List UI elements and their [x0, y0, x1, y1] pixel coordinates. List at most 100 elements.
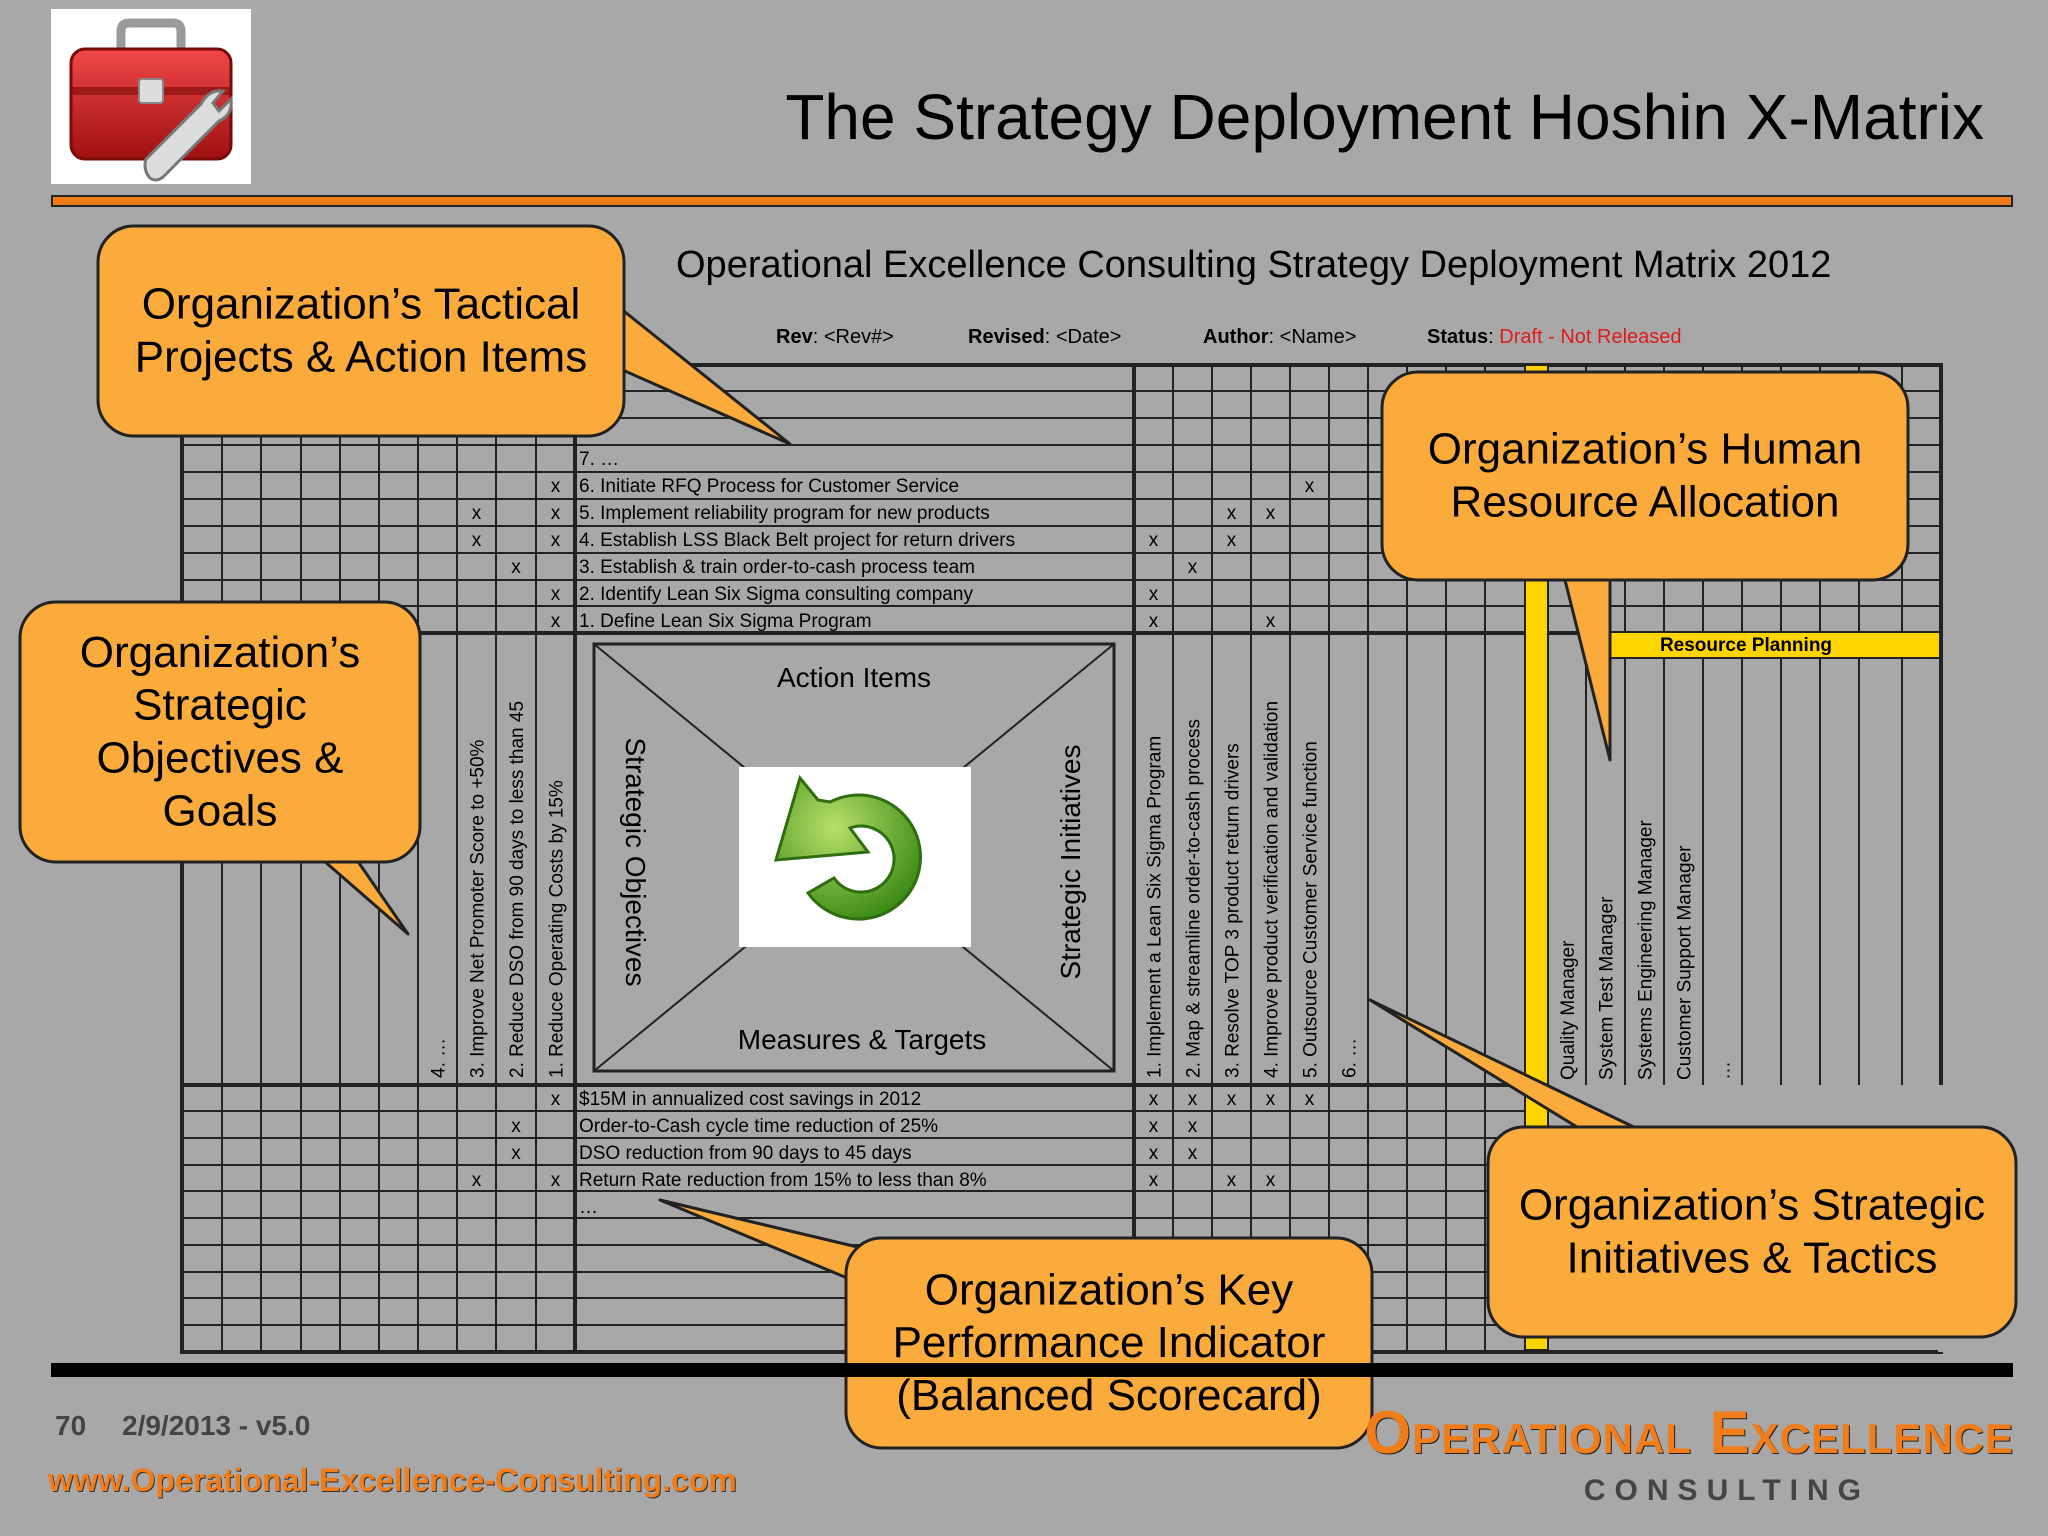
resource-role: Systems Engineering Manager [1636, 820, 1657, 1080]
website-link[interactable]: www.Operational-Excellence-Consulting.co… [48, 1462, 737, 1498]
status-label: Status [1427, 326, 1489, 348]
author-field: Author: <Name> [1203, 326, 1356, 349]
action-mark: x [551, 611, 561, 632]
callout-tactical-bubble [96, 224, 626, 438]
measure-mark: x [1266, 1170, 1276, 1191]
callout-kpi-text: Organization’s Key [925, 1265, 1294, 1314]
measure-mark: x [1305, 1089, 1315, 1110]
callout-hr-bubble [1380, 370, 1910, 582]
measure-item: … [579, 1197, 598, 1218]
action-mark: x [1305, 476, 1315, 497]
strategic-initiative: 1. Implement a Lean Six Sigma Program [1145, 736, 1166, 1078]
brand-tagline: CONSULTING [1583, 1474, 1870, 1507]
callout-objectives-text: Strategic [133, 681, 307, 730]
action-mark: x [1266, 611, 1276, 632]
revised-value: : <Date> [1044, 326, 1122, 348]
matrix-title: Operational Excellence Consulting Strate… [676, 244, 1832, 286]
measure-mark: x [1188, 1116, 1198, 1137]
callout-hr-text: Organization’s Human [1428, 425, 1863, 474]
callout-kpi-text: (Balanced Scorecard) [896, 1371, 1322, 1420]
callout-objectives-text: Goals [163, 786, 278, 835]
rev-field: Rev: <Rev#> [776, 326, 894, 349]
action-mark: x [1227, 530, 1237, 551]
resource-role: Customer Support Manager [1675, 845, 1696, 1080]
callout-objectives-text: Organization’s [80, 628, 360, 677]
measure-mark: x [1227, 1170, 1237, 1191]
callout-kpi-text: Performance Indicator [893, 1318, 1326, 1367]
status-value: Draft - Not Released [1499, 326, 1682, 348]
brand-name: Operational Excellence [1364, 1399, 2014, 1466]
measure-item: $15M in annualized cost savings in 2012 [579, 1089, 921, 1110]
callout-tactical-seam [560, 300, 610, 360]
measure-mark: x [1149, 1089, 1159, 1110]
strategic-objective: 1. Reduce Operating Costs by 15% [547, 780, 568, 1078]
strategic-initiative: 6. … [1340, 1038, 1361, 1078]
callout-tactical-text: Projects & Action Items [135, 332, 587, 381]
footer-divider [51, 1363, 2013, 1377]
measure-mark: x [1149, 1170, 1159, 1191]
measure-mark: x [1188, 1089, 1198, 1110]
callout-initiatives-bubble [1486, 1125, 2018, 1339]
action-item: 4. Establish LSS Black Belt project for … [579, 530, 1015, 551]
measure-mark: x [472, 1170, 482, 1191]
center-top-label: Action Items [777, 662, 931, 693]
measure-mark: x [1188, 1143, 1198, 1164]
action-item: 1. Define Lean Six Sigma Program [579, 611, 872, 632]
callout-initiatives-text: Initiatives & Tactics [1567, 1233, 1938, 1282]
callout-objectives-seam [290, 820, 350, 850]
slide-title: The Strategy Deployment Hoshin X-Matrix [785, 81, 1984, 153]
callout-tactical-text: Organization’s Tactical [142, 280, 581, 329]
action-mark: x [1149, 530, 1159, 551]
measure-mark: x [1149, 1116, 1159, 1137]
action-mark: x [1149, 584, 1159, 605]
callout-initiatives-text: Organization’s Strategic [1519, 1181, 1985, 1230]
title-divider [51, 195, 2013, 207]
action-mark: x [511, 557, 521, 578]
refresh-arrow-icon [773, 774, 922, 921]
action-mark: x [551, 530, 561, 551]
rev-label: Rev [776, 326, 813, 348]
measure-mark: x [551, 1170, 561, 1191]
center-right-label: Strategic Initiatives [1055, 745, 1086, 980]
measure-item: Order-to-Cash cycle time reduction of 25… [579, 1116, 938, 1137]
measure-mark: x [511, 1116, 521, 1137]
action-item: 6. Initiate RFQ Process for Customer Ser… [579, 476, 959, 497]
measure-mark: x [1149, 1143, 1159, 1164]
strategic-initiative: 4. Improve product verification and vali… [1262, 701, 1283, 1078]
measure-item: Return Rate reduction from 15% to less t… [579, 1170, 987, 1191]
resource-role: … [1714, 1061, 1735, 1080]
resource-planning-header: Resource Planning [1660, 635, 1832, 656]
status-field: Status: Draft - Not Released [1427, 326, 1682, 348]
action-item: 3. Establish & train order-to-cash proce… [579, 557, 975, 578]
strategic-objective: 2. Reduce DSO from 90 days to less than … [507, 701, 528, 1078]
callout-objectives-bubble [18, 600, 422, 864]
measure-mark: x [1227, 1089, 1237, 1110]
measure-item: DSO reduction from 90 days to 45 days [579, 1143, 912, 1164]
version-date: 2/9/2013 - v5.0 [122, 1410, 311, 1441]
action-item: 7. … [579, 449, 619, 470]
callout-objectives-text: Objectives & [97, 733, 344, 782]
resource-role: System Test Manager [1597, 896, 1618, 1080]
strategic-objective: 4. … [429, 1038, 450, 1078]
toolbox-icon [69, 18, 233, 182]
toolbox-logo [51, 9, 251, 184]
action-mark: x [1149, 611, 1159, 632]
strategic-initiative: 5. Outsource Customer Service function [1301, 741, 1322, 1078]
measure-mark: x [511, 1143, 521, 1164]
action-mark: x [1266, 503, 1276, 524]
strategic-initiative: 2. Map & streamline order-to-cash proces… [1184, 719, 1205, 1078]
resource-role: Quality Manager [1558, 940, 1579, 1080]
action-item: 2. Identify Lean Six Sigma consulting co… [579, 584, 973, 605]
callout-kpi-bubble [844, 1236, 1374, 1450]
center-box [592, 642, 1116, 1073]
callout-hr-text: Resource Allocation [1451, 477, 1840, 526]
revised-field: Revised: <Date> [968, 326, 1121, 349]
page-number: 70 [55, 1410, 87, 1441]
action-item: 5. Implement reliability program for new… [579, 503, 990, 524]
action-mark: x [551, 584, 561, 605]
action-mark: x [1227, 503, 1237, 524]
